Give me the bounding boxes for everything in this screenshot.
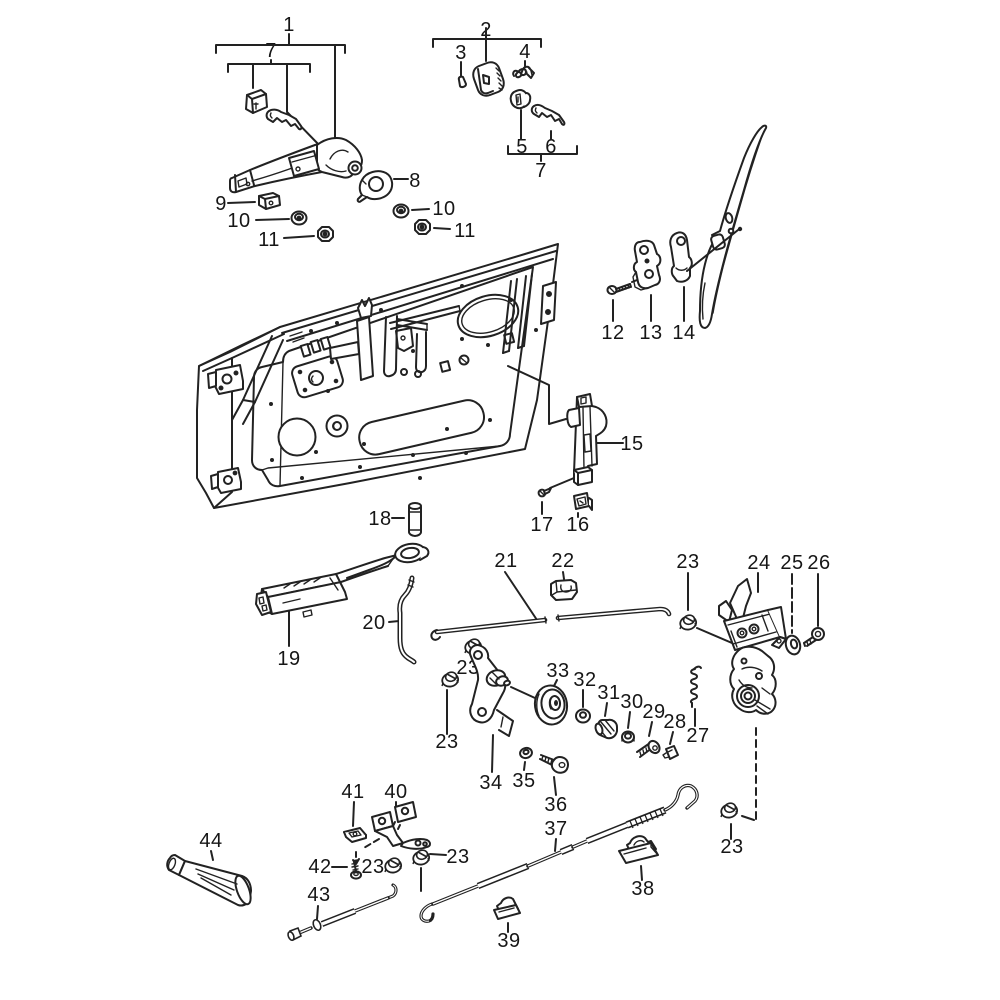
svg-text:19: 19 (277, 648, 300, 670)
svg-text:4: 4 (519, 41, 531, 63)
svg-text:23: 23 (720, 836, 743, 858)
svg-text:10: 10 (227, 210, 250, 232)
svg-text:15: 15 (620, 433, 643, 455)
svg-text:25: 25 (780, 552, 803, 574)
svg-text:11: 11 (454, 220, 476, 242)
svg-text:34: 34 (479, 772, 502, 794)
svg-text:7: 7 (265, 40, 277, 62)
svg-text:23: 23 (446, 846, 469, 868)
svg-text:3: 3 (455, 42, 467, 64)
svg-text:13: 13 (639, 322, 662, 344)
svg-text:42: 42 (308, 856, 331, 878)
svg-text:20: 20 (362, 612, 385, 634)
svg-text:9: 9 (215, 193, 227, 215)
svg-text:24: 24 (747, 552, 770, 574)
svg-text:23: 23 (676, 551, 699, 573)
svg-text:16: 16 (566, 514, 589, 536)
svg-text:32: 32 (573, 669, 596, 691)
svg-text:8: 8 (409, 170, 421, 192)
svg-text:36: 36 (544, 794, 567, 816)
svg-text:28: 28 (663, 711, 686, 733)
svg-text:21: 21 (494, 550, 517, 572)
svg-text:30: 30 (620, 691, 643, 713)
svg-text:27: 27 (686, 725, 709, 747)
svg-text:44: 44 (199, 830, 222, 852)
svg-text:35: 35 (512, 770, 535, 792)
svg-text:18: 18 (368, 508, 391, 530)
svg-text:26: 26 (807, 552, 830, 574)
svg-text:5: 5 (516, 136, 528, 158)
svg-text:1: 1 (283, 14, 295, 36)
svg-text:41: 41 (341, 781, 364, 803)
svg-text:38: 38 (631, 878, 654, 900)
svg-text:37: 37 (544, 818, 567, 840)
svg-text:29: 29 (642, 701, 665, 723)
svg-text:22: 22 (551, 550, 574, 572)
svg-text:7: 7 (535, 160, 547, 182)
svg-text:17: 17 (530, 514, 553, 536)
svg-text:12: 12 (601, 322, 624, 344)
svg-text:10: 10 (432, 198, 455, 220)
svg-text:40: 40 (384, 781, 407, 803)
svg-text:39: 39 (497, 930, 520, 952)
svg-text:23: 23 (435, 731, 458, 753)
svg-text:33: 33 (546, 660, 569, 682)
svg-text:31: 31 (597, 682, 620, 704)
svg-text:6: 6 (545, 136, 557, 158)
svg-text:43: 43 (307, 884, 330, 906)
svg-text:11: 11 (258, 229, 280, 251)
svg-text:23: 23 (361, 856, 384, 878)
svg-text:14: 14 (672, 322, 695, 344)
